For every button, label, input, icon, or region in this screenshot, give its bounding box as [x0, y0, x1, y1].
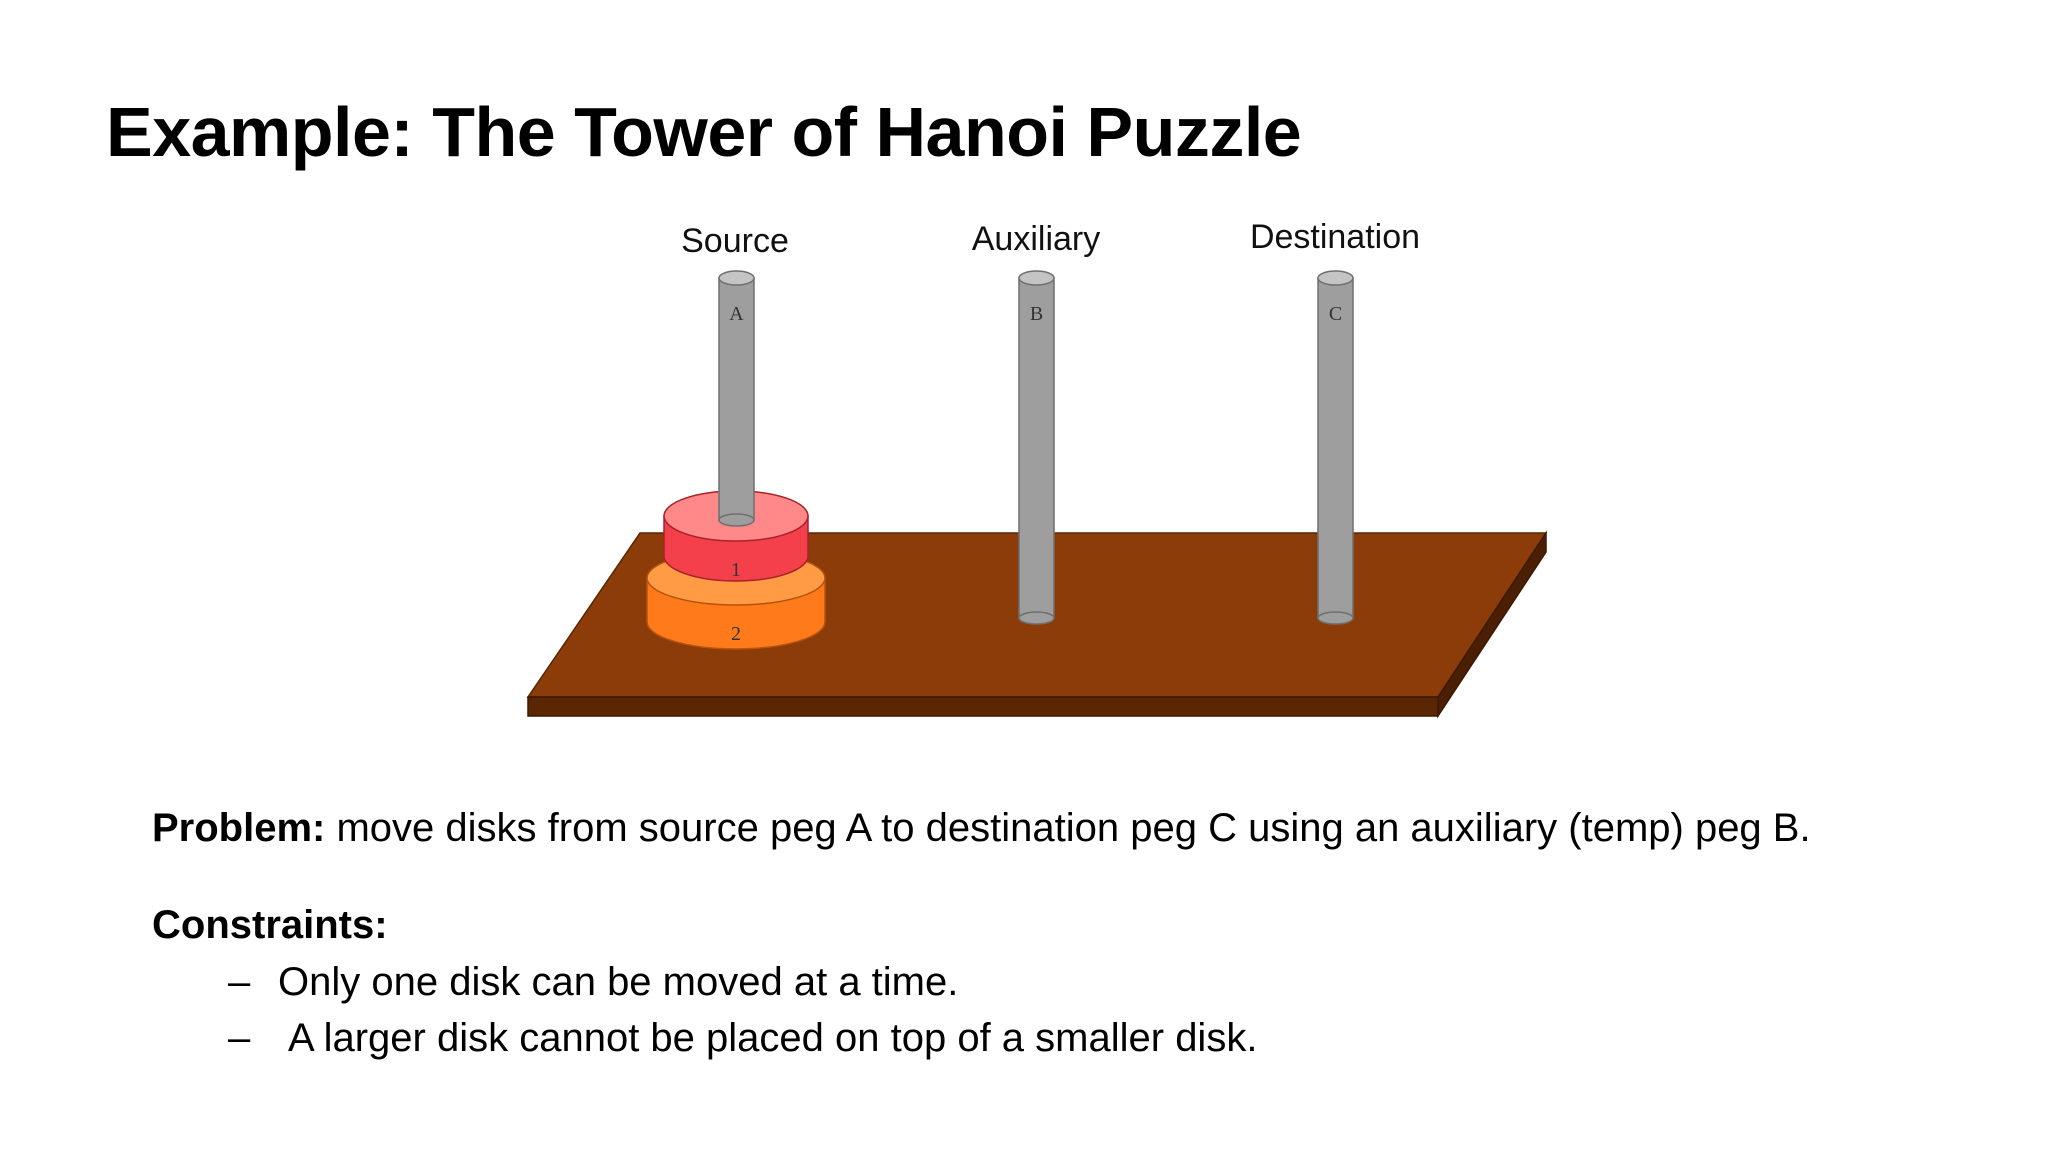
- peg-c: C: [1318, 271, 1353, 624]
- constraint-text: Only one disk can be moved at a time.: [278, 960, 958, 1005]
- peg-caption-destination: Destination: [1250, 218, 1420, 256]
- constraints-heading: Constraints:: [152, 903, 388, 948]
- peg-letter-c: C: [1329, 303, 1342, 325]
- peg-a: A: [719, 271, 754, 526]
- peg-caption-auxiliary: Auxiliary: [972, 220, 1100, 258]
- peg-b: B: [1019, 271, 1054, 624]
- board-front-edge: [528, 697, 1438, 716]
- problem-label: Problem:: [152, 806, 325, 850]
- peg-caption-source: Source: [681, 222, 789, 260]
- problem-statement: Problem: move disks from source peg A to…: [152, 806, 1811, 851]
- constraint-text: A larger disk cannot be placed on top of…: [288, 1016, 1257, 1061]
- disk-label-1: 1: [731, 559, 741, 581]
- problem-text: move disks from source peg A to destinat…: [336, 806, 1810, 850]
- list-dash: –: [228, 1016, 250, 1061]
- peg-letter-b: B: [1030, 303, 1043, 325]
- peg-letter-a: A: [729, 303, 744, 325]
- disk-label-2: 2: [731, 623, 741, 645]
- tower-of-hanoi-diagram: Source Auxiliary Destination B C 2 1 A: [0, 0, 2048, 760]
- list-dash: –: [228, 960, 250, 1005]
